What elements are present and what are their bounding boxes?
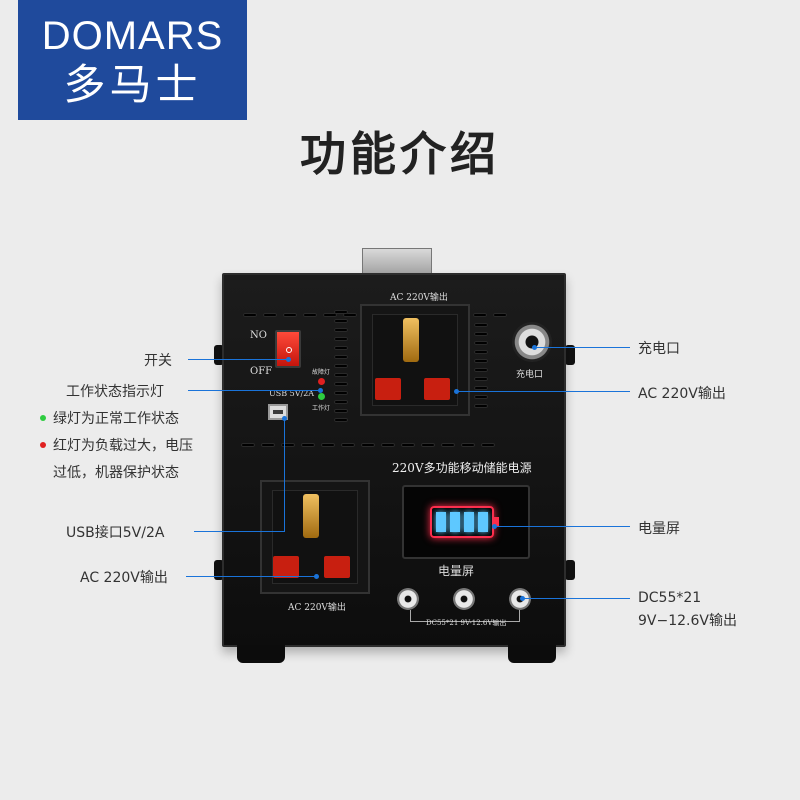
callout-green-note: 绿灯为正常工作状态 [53, 411, 179, 427]
callout-dot [492, 524, 497, 529]
top-vents [240, 302, 360, 321]
top-outlet-label: AC 220V输出 [390, 293, 448, 303]
callout-charge-port: 充电口 [638, 341, 680, 357]
callout-red-note-2: 过低，机器保护状态 [53, 465, 179, 481]
device-foot [237, 645, 285, 663]
callout-usb: USB接口5V/2A [66, 525, 165, 541]
power-switch[interactable] [275, 330, 301, 368]
callout-dot [318, 388, 323, 393]
side-vents [474, 318, 488, 413]
bottom-outlet-label: AC 220V输出 [288, 603, 346, 613]
outlet-slot [324, 556, 350, 578]
callout-red-note-1: 红灯为负载过大，电压 [53, 438, 193, 454]
side-vents [334, 305, 348, 427]
callout-line-switch [188, 359, 288, 360]
callout-indicator: 工作状态指示灯 [66, 384, 164, 400]
side-knob [214, 345, 224, 365]
callout-dot [532, 345, 537, 350]
callout-line-ac-bottom [186, 576, 316, 577]
callout-line-display [494, 526, 630, 527]
battery-display [402, 485, 530, 559]
callout-display: 电量屏 [638, 521, 680, 537]
battery-icon [430, 506, 499, 538]
side-knob [214, 560, 224, 580]
work-led [318, 393, 325, 400]
callout-line-dc [522, 598, 630, 599]
charge-port[interactable] [512, 322, 552, 362]
usb-port-label: USB 5V/2A [269, 389, 315, 398]
side-knob [565, 345, 575, 365]
side-knob [565, 560, 575, 580]
callout-dot [286, 357, 291, 362]
outlet-slot [375, 378, 401, 400]
work-led-label: 工作灯 [312, 405, 331, 412]
fault-led-label: 故障灯 [312, 369, 331, 376]
callout-line-charge [534, 347, 630, 348]
mid-vents [238, 432, 498, 451]
outlet-slot [273, 556, 299, 578]
switch-on-label: NO [250, 330, 267, 341]
brand-logo: DOMARS 多马士 [18, 0, 247, 120]
product-name: 220V多功能移动储能电源 [392, 461, 532, 475]
callout-dot [520, 596, 525, 601]
callout-line-ac-top [456, 391, 630, 392]
callout-dot [282, 416, 287, 421]
brand-name-zh: 多马士 [63, 60, 202, 109]
switch-off-label: OFF [250, 366, 273, 377]
dc-port[interactable] [397, 588, 419, 610]
callout-dot [454, 389, 459, 394]
red-bullet [40, 442, 46, 448]
dc-port[interactable] [453, 588, 475, 610]
fault-led [318, 378, 325, 385]
callout-ac-bottom: AC 220V输出 [80, 570, 168, 586]
dc-ports-label: DC55*21 9V-12.6V输出 [426, 619, 507, 627]
display-label: 电量屏 [438, 564, 475, 578]
page-title: 功能介绍 [300, 127, 500, 181]
callout-line-usb-vertical [284, 418, 285, 532]
dc-bracket [410, 610, 520, 622]
callout-dot [314, 574, 319, 579]
callout-dc-2: 9V−12.6V输出 [638, 613, 737, 629]
callout-switch: 开关 [144, 353, 172, 369]
green-bullet [40, 415, 46, 421]
outlet-pin [303, 494, 319, 538]
outlet-pin [403, 318, 419, 362]
callout-line-indicator [188, 390, 320, 391]
outlet-slot [424, 378, 450, 400]
callout-ac-top: AC 220V输出 [638, 386, 726, 402]
device-foot [508, 645, 556, 663]
top-vents [470, 302, 510, 321]
callout-dc-1: DC55*21 [638, 590, 702, 606]
brand-name-en: DOMARS [41, 14, 224, 58]
callout-line-usb [194, 531, 284, 532]
charge-port-label: 充电口 [516, 370, 544, 380]
